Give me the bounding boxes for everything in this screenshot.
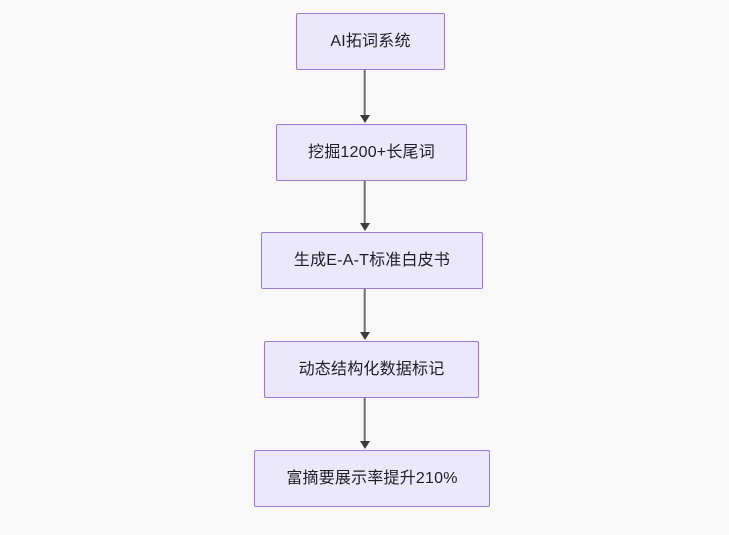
flow-node-label: AI拓词系统 bbox=[330, 32, 411, 50]
arrowhead-icon bbox=[359, 223, 370, 231]
arrowhead-icon bbox=[359, 441, 370, 449]
flow-node-label: 动态结构化数据标记 bbox=[298, 360, 445, 378]
flow-node-generate-eat-whitepaper[interactable]: 生成E-A-T标准白皮书 bbox=[261, 232, 483, 289]
flow-node-mine-longtail-keywords[interactable]: 挖掘1200+长尾词 bbox=[276, 124, 467, 181]
connector-stem bbox=[363, 70, 366, 116]
connector-node-4-to-node-5 bbox=[359, 398, 371, 450]
connector-node-3-to-node-4 bbox=[359, 289, 371, 341]
connector-node-1-to-node-2 bbox=[359, 70, 371, 124]
flow-node-dynamic-structured-data-markup[interactable]: 动态结构化数据标记 bbox=[264, 341, 479, 398]
flow-node-rich-snippet-impression-lift[interactable]: 富摘要展示率提升210% bbox=[254, 450, 490, 507]
connector-stem bbox=[363, 398, 366, 442]
connector-stem bbox=[363, 181, 366, 224]
flow-node-label: 挖掘1200+长尾词 bbox=[308, 143, 435, 161]
flow-node-label: 富摘要展示率提升210% bbox=[286, 469, 458, 487]
connector-node-2-to-node-3 bbox=[359, 181, 371, 232]
flow-node-label: 生成E-A-T标准白皮书 bbox=[293, 251, 451, 269]
connector-stem bbox=[363, 289, 366, 333]
arrowhead-icon bbox=[359, 115, 370, 123]
flow-node-ai-keyword-system[interactable]: AI拓词系统 bbox=[296, 13, 445, 70]
arrowhead-icon bbox=[359, 332, 370, 340]
